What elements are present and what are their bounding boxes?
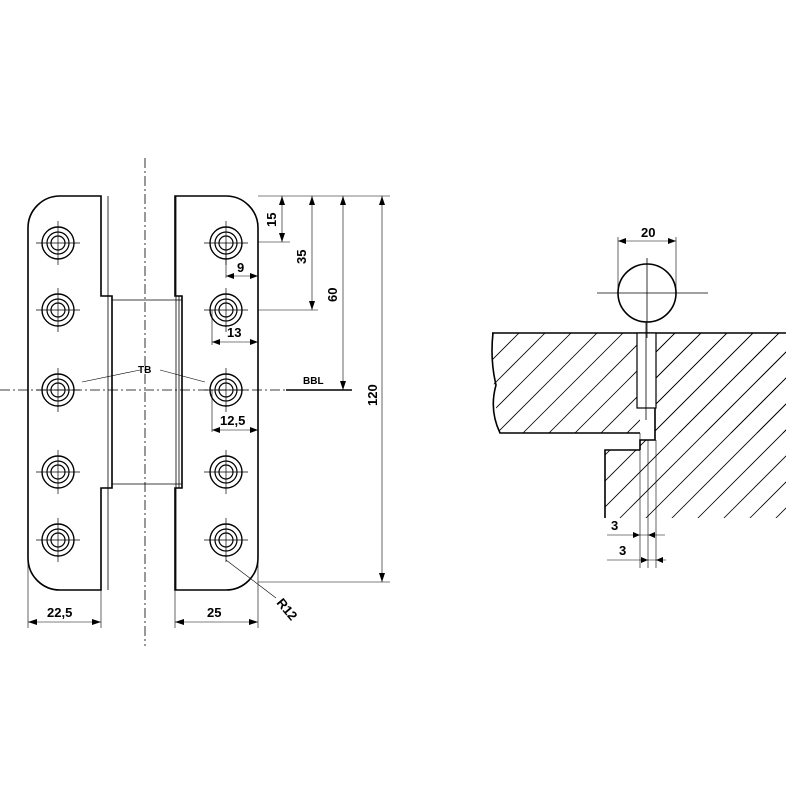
- left-screw-hole: [36, 221, 80, 265]
- radius-leader: [225, 559, 277, 599]
- left-screw-hole: [36, 288, 80, 332]
- right-screw-hole: [204, 288, 248, 332]
- door-leaf-hatch: [492, 333, 786, 433]
- dimension-60: 60: [325, 288, 340, 302]
- radius-label: R12: [274, 595, 301, 623]
- dimension-25: 25: [207, 605, 221, 620]
- dimension-120: 120: [365, 384, 380, 406]
- hinge-front-view: TB BBL 15 35 60 120: [0, 158, 390, 646]
- right-screw-hole: [204, 368, 248, 412]
- pin-pocket: [636, 332, 657, 409]
- dimension-20: 20: [641, 225, 655, 240]
- left-screw-holes: [36, 221, 80, 562]
- bbl-label: BBL: [303, 376, 324, 387]
- dimension-13: 13: [227, 325, 241, 340]
- right-screw-hole: [204, 450, 248, 494]
- dimension-35: 35: [294, 250, 309, 264]
- hole-offset-dimensions: 9 13 12,5: [211, 228, 259, 433]
- dimension-15: 15: [264, 213, 279, 227]
- hinge-barrel: [107, 196, 182, 590]
- dimension-22-5: 22,5: [47, 605, 72, 620]
- left-screw-hole: [36, 450, 80, 494]
- left-screw-hole: [36, 368, 80, 412]
- tb-label: TB: [138, 365, 151, 376]
- bottom-width-dimensions: 22,5 25: [27, 560, 259, 628]
- dimension-3-upper: 3: [611, 518, 618, 533]
- right-screw-hole: [204, 518, 248, 562]
- left-screw-hole: [36, 518, 80, 562]
- door-frame-hatch: [605, 333, 786, 518]
- vertical-dimensions: 15 35 60 120: [258, 195, 390, 583]
- dimension-3-lower: 3: [619, 543, 626, 558]
- right-hinge-leaf: [174, 195, 259, 591]
- left-hinge-leaf: [27, 195, 113, 591]
- dimension-9: 9: [237, 260, 244, 275]
- dimension-12-5: 12,5: [220, 413, 245, 428]
- hinge-section-view: 20 3 3: [491, 225, 786, 568]
